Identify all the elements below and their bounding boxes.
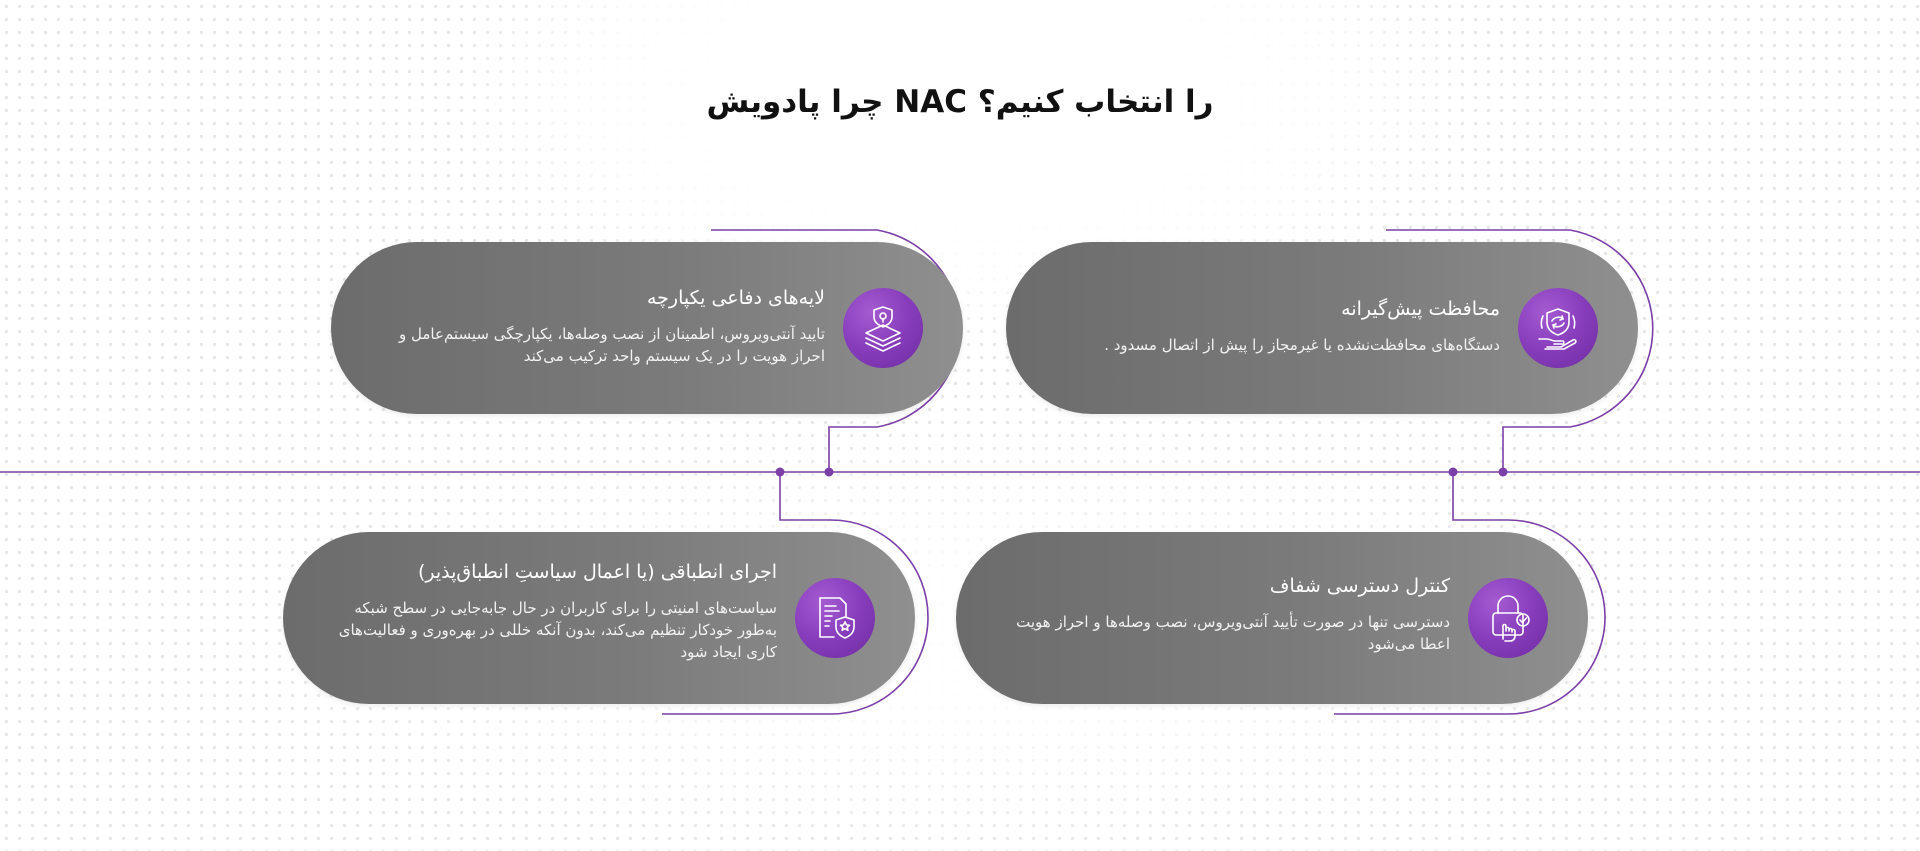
card-text: لایه‌های دفاعی یکپارچه تایید آنتی‌ویروس،… bbox=[385, 286, 825, 367]
shield-layers-icon bbox=[843, 288, 923, 368]
card-title: اجرای انطباقی (یا اعمال سیاستِ انطباق‌پذ… bbox=[417, 561, 777, 583]
timeline-dot bbox=[1448, 467, 1458, 477]
card-description: سیاست‌های امنیتی را برای کاربران در حال … bbox=[338, 598, 777, 661]
card-title: محافظت پیش‌گیرانه bbox=[1341, 298, 1500, 320]
card-proactive-protection: محافظت پیش‌گیرانه دستگاه‌های محافظت‌نشده… bbox=[1006, 242, 1638, 414]
card-adaptive-enforcement: اجرای انطباقی (یا اعمال سیاستِ انطباق‌پذ… bbox=[283, 532, 915, 704]
card-outline-top-right bbox=[1386, 229, 1654, 472]
page-title: چرا پادویش NAC را انتخاب کنیم؟ bbox=[706, 84, 1214, 120]
card-text: کنترل دسترسی شفاف دسترسی تنها در صورت تأ… bbox=[1010, 574, 1450, 655]
card-integrated-defense: لایه‌های دفاعی یکپارچه تایید آنتی‌ویروس،… bbox=[331, 242, 963, 414]
timeline-dot bbox=[824, 467, 834, 477]
card-text: اجرای انطباقی (یا اعمال سیاستِ انطباق‌پذ… bbox=[337, 560, 777, 663]
lock-touch-icon bbox=[1468, 578, 1548, 658]
timeline-dot bbox=[1498, 467, 1508, 477]
card-description: دستگاه‌های محافظت‌نشده یا غیرمجاز را پیش… bbox=[1104, 335, 1500, 354]
card-title: لایه‌های دفاعی یکپارچه bbox=[647, 287, 825, 309]
card-outline-bottom-right bbox=[1334, 472, 1606, 715]
card-outline-bottom-left bbox=[662, 472, 929, 715]
card-title: کنترل دسترسی شفاف bbox=[1269, 575, 1450, 597]
card-transparent-access: کنترل دسترسی شفاف دسترسی تنها در صورت تأ… bbox=[956, 532, 1588, 704]
shield-hand-icon bbox=[1518, 288, 1598, 368]
timeline-dot bbox=[775, 467, 785, 477]
card-description: دسترسی تنها در صورت تأیید آنتی‌ویروس، نص… bbox=[1016, 612, 1450, 653]
document-shield-icon bbox=[795, 578, 875, 658]
card-description: تایید آنتی‌ویروس، اطمینان از نصب وصله‌ها… bbox=[399, 324, 825, 365]
card-text: محافظت پیش‌گیرانه دستگاه‌های محافظت‌نشده… bbox=[1060, 297, 1500, 356]
